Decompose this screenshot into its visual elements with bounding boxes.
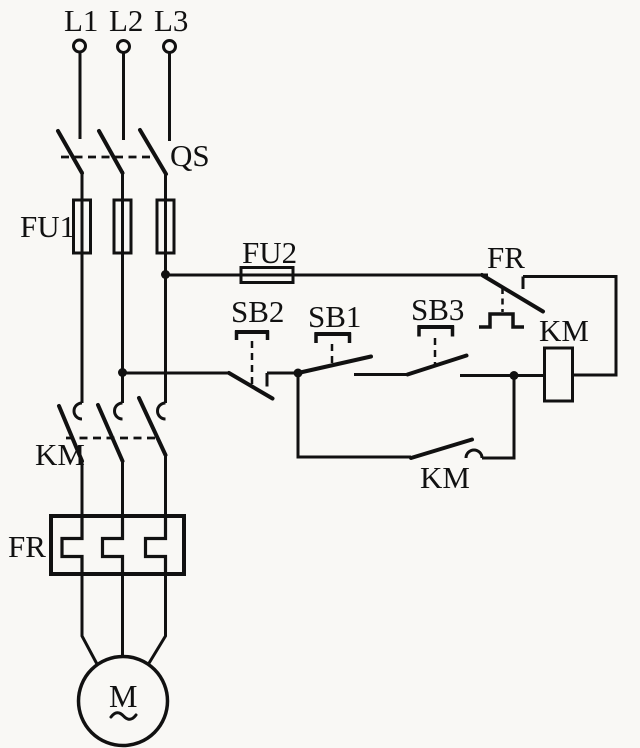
svg-text:KM: KM [35, 437, 85, 472]
svg-text:M: M [109, 678, 137, 714]
svg-text:SB2: SB2 [231, 294, 284, 329]
svg-text:FU1: FU1 [20, 209, 75, 244]
svg-text:FU2: FU2 [242, 235, 297, 270]
svg-text:KM: KM [420, 460, 470, 495]
svg-text:FR: FR [8, 529, 46, 564]
svg-text:FR: FR [487, 240, 525, 275]
svg-text:KM: KM [539, 313, 589, 348]
svg-text:L3: L3 [154, 3, 188, 38]
svg-text:L2: L2 [109, 3, 143, 38]
svg-text:SB3: SB3 [411, 292, 464, 327]
svg-text:QS: QS [170, 138, 210, 173]
svg-text:SB1: SB1 [308, 299, 361, 334]
svg-text:L1: L1 [64, 3, 98, 38]
